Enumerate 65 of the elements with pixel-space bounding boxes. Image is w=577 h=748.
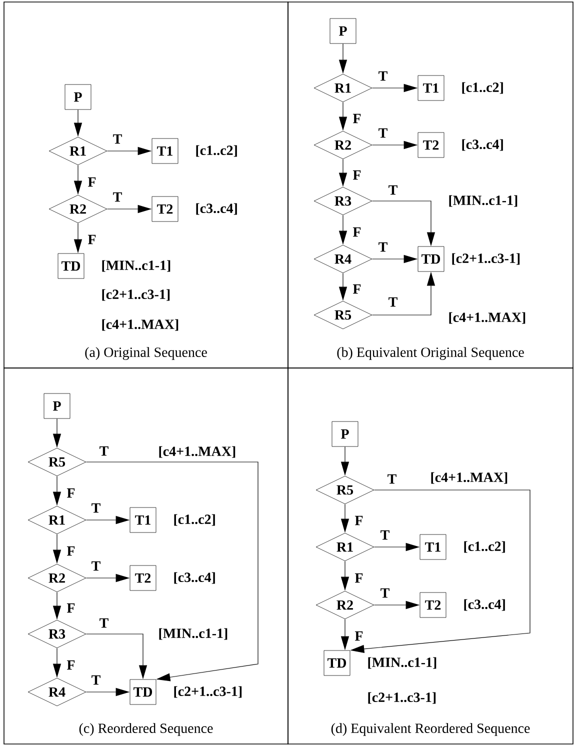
arrow bbox=[86, 462, 258, 682]
edge-label: F bbox=[352, 113, 362, 124]
edge-label: F bbox=[352, 226, 362, 238]
edge-label: T bbox=[378, 242, 388, 252]
edge-label: T bbox=[98, 446, 110, 456]
edge-label: F bbox=[354, 515, 364, 526]
edge-label: F bbox=[352, 284, 362, 294]
edge-label: T bbox=[378, 128, 388, 138]
range-label: [c2+1..c3-1] bbox=[174, 686, 242, 698]
process-box: T1 bbox=[130, 507, 156, 533]
process-box: P bbox=[330, 18, 356, 44]
range-label: [c2+1..c3-1] bbox=[368, 692, 436, 704]
edge-label: T bbox=[90, 674, 102, 686]
range-label: [c3..c4] bbox=[464, 599, 505, 611]
range-label: [c2+1..c3-1] bbox=[102, 289, 170, 301]
process-box: P bbox=[44, 393, 70, 419]
process-box: TD bbox=[418, 246, 444, 272]
edge-label: T bbox=[98, 618, 110, 628]
edge-label: T bbox=[380, 530, 390, 540]
range-label: [c3..c4] bbox=[462, 139, 503, 151]
edge-label: F bbox=[354, 572, 364, 584]
process-box: T1 bbox=[420, 534, 446, 560]
edge-label: F bbox=[66, 488, 76, 498]
process-box: T1 bbox=[152, 138, 178, 164]
edge-label: T bbox=[90, 502, 102, 514]
process-box: T2 bbox=[420, 592, 446, 618]
range-label: [MIN..c1-1] bbox=[159, 628, 228, 640]
range-label: [c4+1..MAX] bbox=[159, 446, 236, 458]
range-label: [c4+1..MAX] bbox=[431, 472, 508, 484]
range-label: [c2+1..c3-1] bbox=[452, 253, 520, 265]
edge-label: F bbox=[66, 546, 76, 556]
edge-label: T bbox=[380, 588, 390, 598]
process-box: T2 bbox=[152, 196, 178, 222]
process-box: T2 bbox=[418, 132, 444, 158]
range-label: [c1..c2] bbox=[196, 145, 237, 157]
edge-label: F bbox=[352, 170, 362, 180]
process-box: TD bbox=[130, 679, 156, 705]
process-box: TD bbox=[58, 253, 84, 279]
range-label: [c4+1..MAX] bbox=[449, 312, 526, 324]
process-box: TD bbox=[324, 650, 350, 676]
edge-label: T bbox=[90, 560, 102, 572]
edge-label: T bbox=[386, 474, 398, 484]
process-box: P bbox=[332, 421, 358, 447]
range-label: [c3..c4] bbox=[196, 203, 237, 215]
edge-label: T bbox=[388, 184, 398, 196]
edge-label: F bbox=[87, 176, 97, 188]
process-box: T1 bbox=[418, 75, 444, 101]
process-box: T2 bbox=[130, 565, 156, 591]
process-box: P bbox=[64, 84, 92, 110]
edge-label: F bbox=[66, 602, 76, 614]
range-label: [MIN..c1-1] bbox=[368, 657, 436, 669]
edge-label: T bbox=[112, 134, 123, 144]
edge-label: F bbox=[87, 234, 97, 245]
range-label: [c1..c2] bbox=[174, 514, 215, 526]
range-label: [c3..c4] bbox=[174, 572, 215, 584]
edge-label: F bbox=[66, 660, 76, 670]
edge-label: T bbox=[388, 296, 398, 308]
edge-label: T bbox=[112, 192, 123, 202]
range-label: [c1..c2] bbox=[462, 82, 503, 94]
range-label: [c4+1..MAX] bbox=[102, 319, 178, 331]
range-label: [c1..c2] bbox=[464, 541, 505, 553]
range-label: [MIN..c1-1] bbox=[449, 195, 518, 207]
edge-label: F bbox=[354, 630, 364, 642]
edge-label: T bbox=[378, 70, 388, 82]
range-label: [MIN..c1-1] bbox=[102, 260, 170, 272]
